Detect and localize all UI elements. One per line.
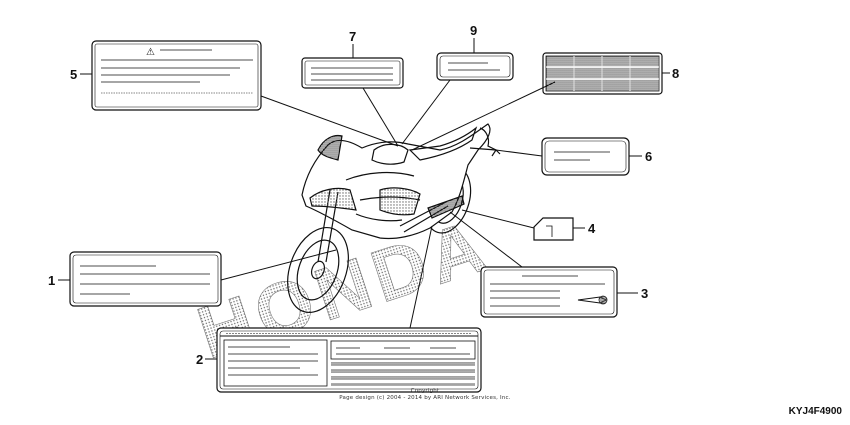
- callout-number-7: 7: [349, 29, 357, 44]
- copyright-notice: Page design (c) 2004 - 2014 by ARI Netwo…: [339, 395, 511, 401]
- callout-number-1: 1: [48, 273, 56, 288]
- leader-lines: [58, 38, 670, 360]
- warning-icon: ⚠: [146, 47, 155, 58]
- callout-number-3: 3: [641, 286, 649, 301]
- label-box-8: [542, 52, 663, 95]
- label-box-2: [216, 327, 482, 393]
- label-box-9: [436, 52, 514, 81]
- label-box-3: [480, 266, 618, 318]
- callout-number-9: 9: [470, 23, 478, 38]
- callout-number-4: 4: [588, 221, 596, 236]
- callout-number-2: 2: [196, 352, 204, 367]
- label-box-7: [301, 57, 404, 89]
- label-box-4: [533, 217, 574, 241]
- copyright-title: Copyright: [410, 388, 440, 394]
- diagram-part-code: KYJ4F4900: [788, 406, 842, 417]
- motorcycle-illustration: [287, 123, 501, 314]
- callout-number-8: 8: [672, 66, 680, 81]
- label-box-5: [91, 40, 262, 111]
- callout-number-6: 6: [645, 149, 653, 164]
- label-box-1: [69, 251, 222, 307]
- callout-number-5: 5: [70, 67, 78, 82]
- label-box-6: [541, 137, 630, 176]
